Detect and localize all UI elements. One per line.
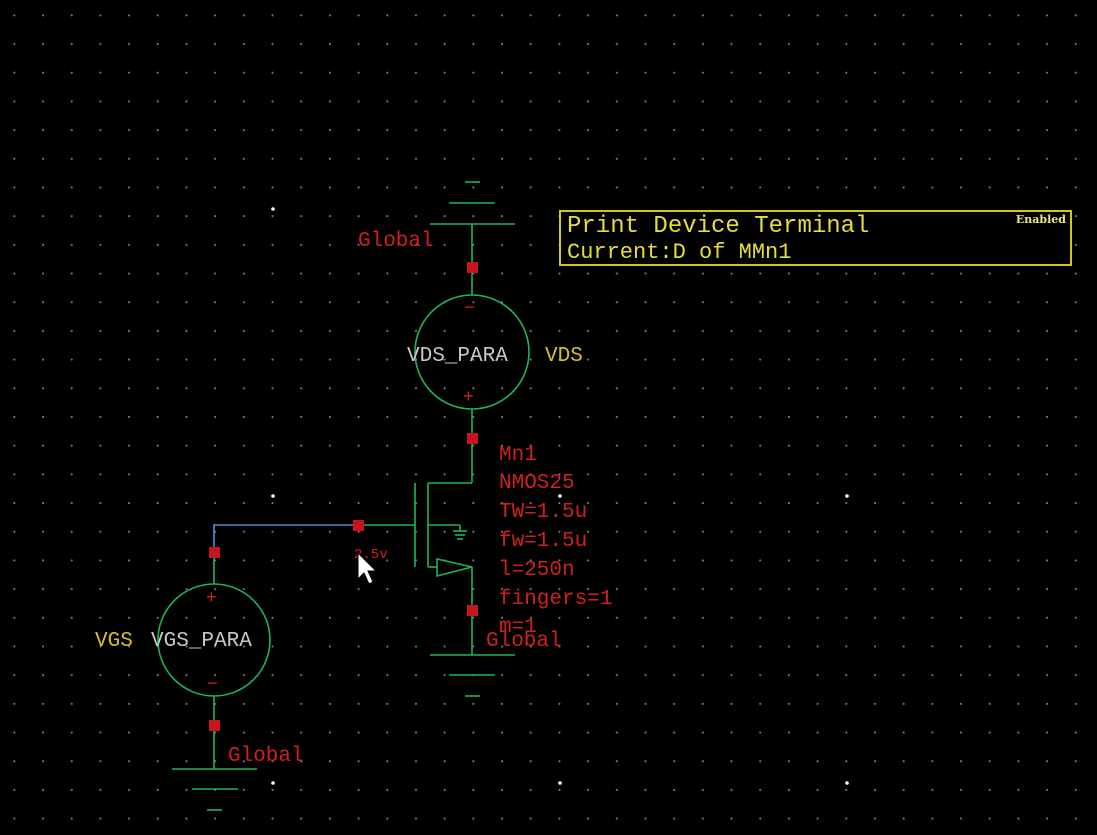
- transistor-length: l=250n: [499, 559, 575, 582]
- global-label-bottom-right: Global: [486, 630, 562, 653]
- ground-symbol-top[interactable]: [430, 181, 515, 268]
- global-label-top: Global: [358, 230, 434, 253]
- pins[interactable]: [209, 262, 478, 731]
- vgs-minus-sign: −: [207, 675, 218, 695]
- pin-vgs-minus[interactable]: [209, 720, 220, 731]
- pin-vds-minus[interactable]: [467, 262, 478, 273]
- print-device-terminal-probe[interactable]: Print Device Terminal Current:D of MMn1 …: [559, 210, 1072, 266]
- vgs-name-label: VGS: [95, 630, 133, 653]
- vgs-plus-sign: +: [206, 589, 217, 609]
- vds-name-label: VDS: [545, 345, 583, 368]
- ground-symbol-transistor[interactable]: [430, 612, 515, 697]
- transistor-model: NMOS25: [499, 472, 575, 495]
- global-label-bottom-left: Global: [228, 745, 304, 768]
- probe-title: Print Device Terminal: [567, 213, 870, 240]
- pin-nmos-source[interactable]: [467, 605, 478, 616]
- grid-marker-dots: [271, 207, 849, 785]
- transistor-fingers: fingers=1: [499, 588, 612, 611]
- pin-vgs-plus[interactable]: [209, 547, 220, 558]
- transistor-tw: TW=1.5u: [499, 501, 587, 524]
- transistor-name: Mn1: [499, 444, 537, 467]
- vds-plus-sign: +: [463, 388, 474, 408]
- nmos-transistor-symbol[interactable]: [358, 438, 473, 612]
- vgs-param-label: VGS_PARA: [151, 630, 252, 653]
- mouse-pointer-icon: [357, 551, 378, 585]
- transistor-fw: fw=1.5u: [499, 530, 587, 553]
- transistor-multiplier: m=1: [499, 616, 537, 639]
- transistor-properties[interactable]: Mn1 NMOS25 TW=1.5u fw=1.5u l=250n finger…: [499, 444, 612, 639]
- vds-param-label: VDS_PARA: [407, 345, 508, 368]
- pin-vds-plus[interactable]: [467, 433, 478, 444]
- vds-minus-sign: −: [464, 299, 475, 319]
- ground-symbol-bottom-left[interactable]: [172, 726, 257, 811]
- gate-wire[interactable]: [213, 524, 358, 552]
- pin-nmos-gate[interactable]: [353, 520, 364, 531]
- probe-enabled-badge: Enabled: [1015, 213, 1066, 226]
- probe-target: Current:D of MMn1: [567, 240, 792, 265]
